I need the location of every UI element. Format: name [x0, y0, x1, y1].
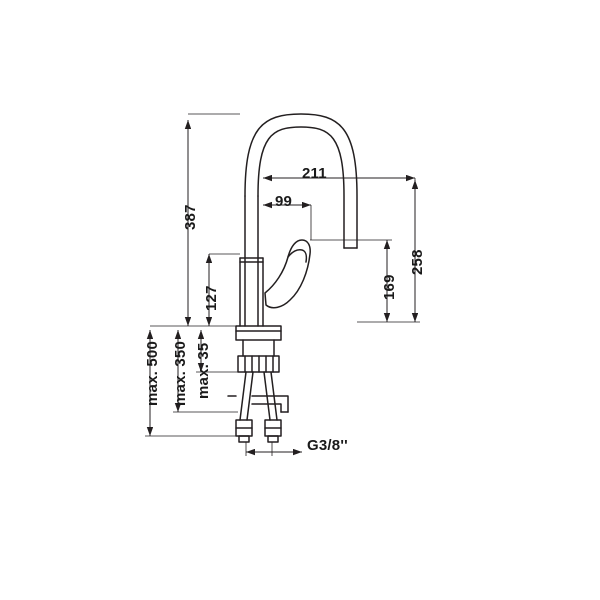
dimension-label-211: 211	[302, 165, 327, 182]
dimension-label-max-35: max. 35	[195, 342, 212, 399]
dimension-label-max-350: max. 350	[172, 341, 189, 406]
dimension-label-g38: G3/8''	[307, 437, 348, 454]
dimension-label-258: 258	[409, 249, 426, 275]
dimension-label-127: 127	[203, 285, 220, 311]
dimension-label-387: 387	[182, 204, 199, 230]
tap-body-outline	[227, 113, 358, 443]
dimension-label-99: 99	[275, 193, 293, 210]
dimension-lines	[145, 113, 420, 456]
dimension-label-max-500: max. 500	[144, 341, 161, 406]
dimension-label-169: 169	[381, 274, 398, 300]
